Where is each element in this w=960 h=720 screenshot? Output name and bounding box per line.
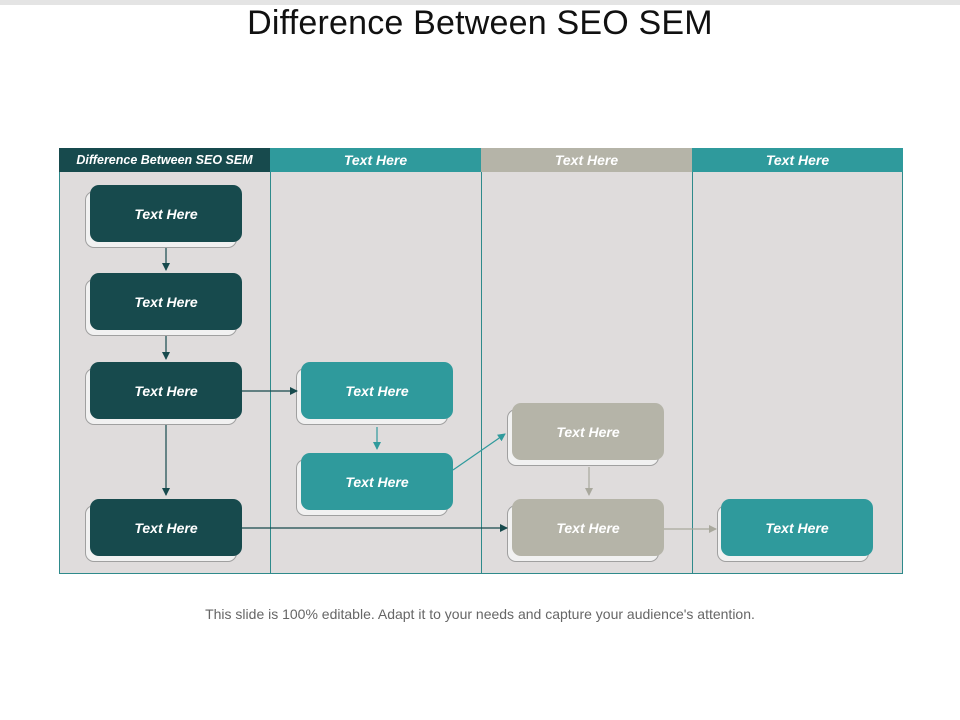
lane3-step2-box: Text Here <box>512 499 664 556</box>
lane4-step1-box: Text Here <box>721 499 873 556</box>
footer-note: This slide is 100% editable. Adapt it to… <box>205 606 755 622</box>
lane-header-3: Text Here <box>481 148 692 172</box>
lane1-step4-box: Text Here <box>90 499 242 556</box>
lane-header-2: Text Here <box>270 148 481 172</box>
lane2-step1-box: Text Here <box>301 362 453 419</box>
lane-header-4: Text Here <box>692 148 903 172</box>
lane2-step2-box: Text Here <box>301 453 453 510</box>
slide-title: Difference Between SEO SEM <box>247 4 713 42</box>
lane-header-1: Difference Between SEO SEM <box>59 148 270 172</box>
lane3-step1-box: Text Here <box>512 403 664 460</box>
lane1-step2-box: Text Here <box>90 273 242 330</box>
lane1-step3-box: Text Here <box>90 362 242 419</box>
lane1-step1-box: Text Here <box>90 185 242 242</box>
top-strip <box>0 0 960 5</box>
